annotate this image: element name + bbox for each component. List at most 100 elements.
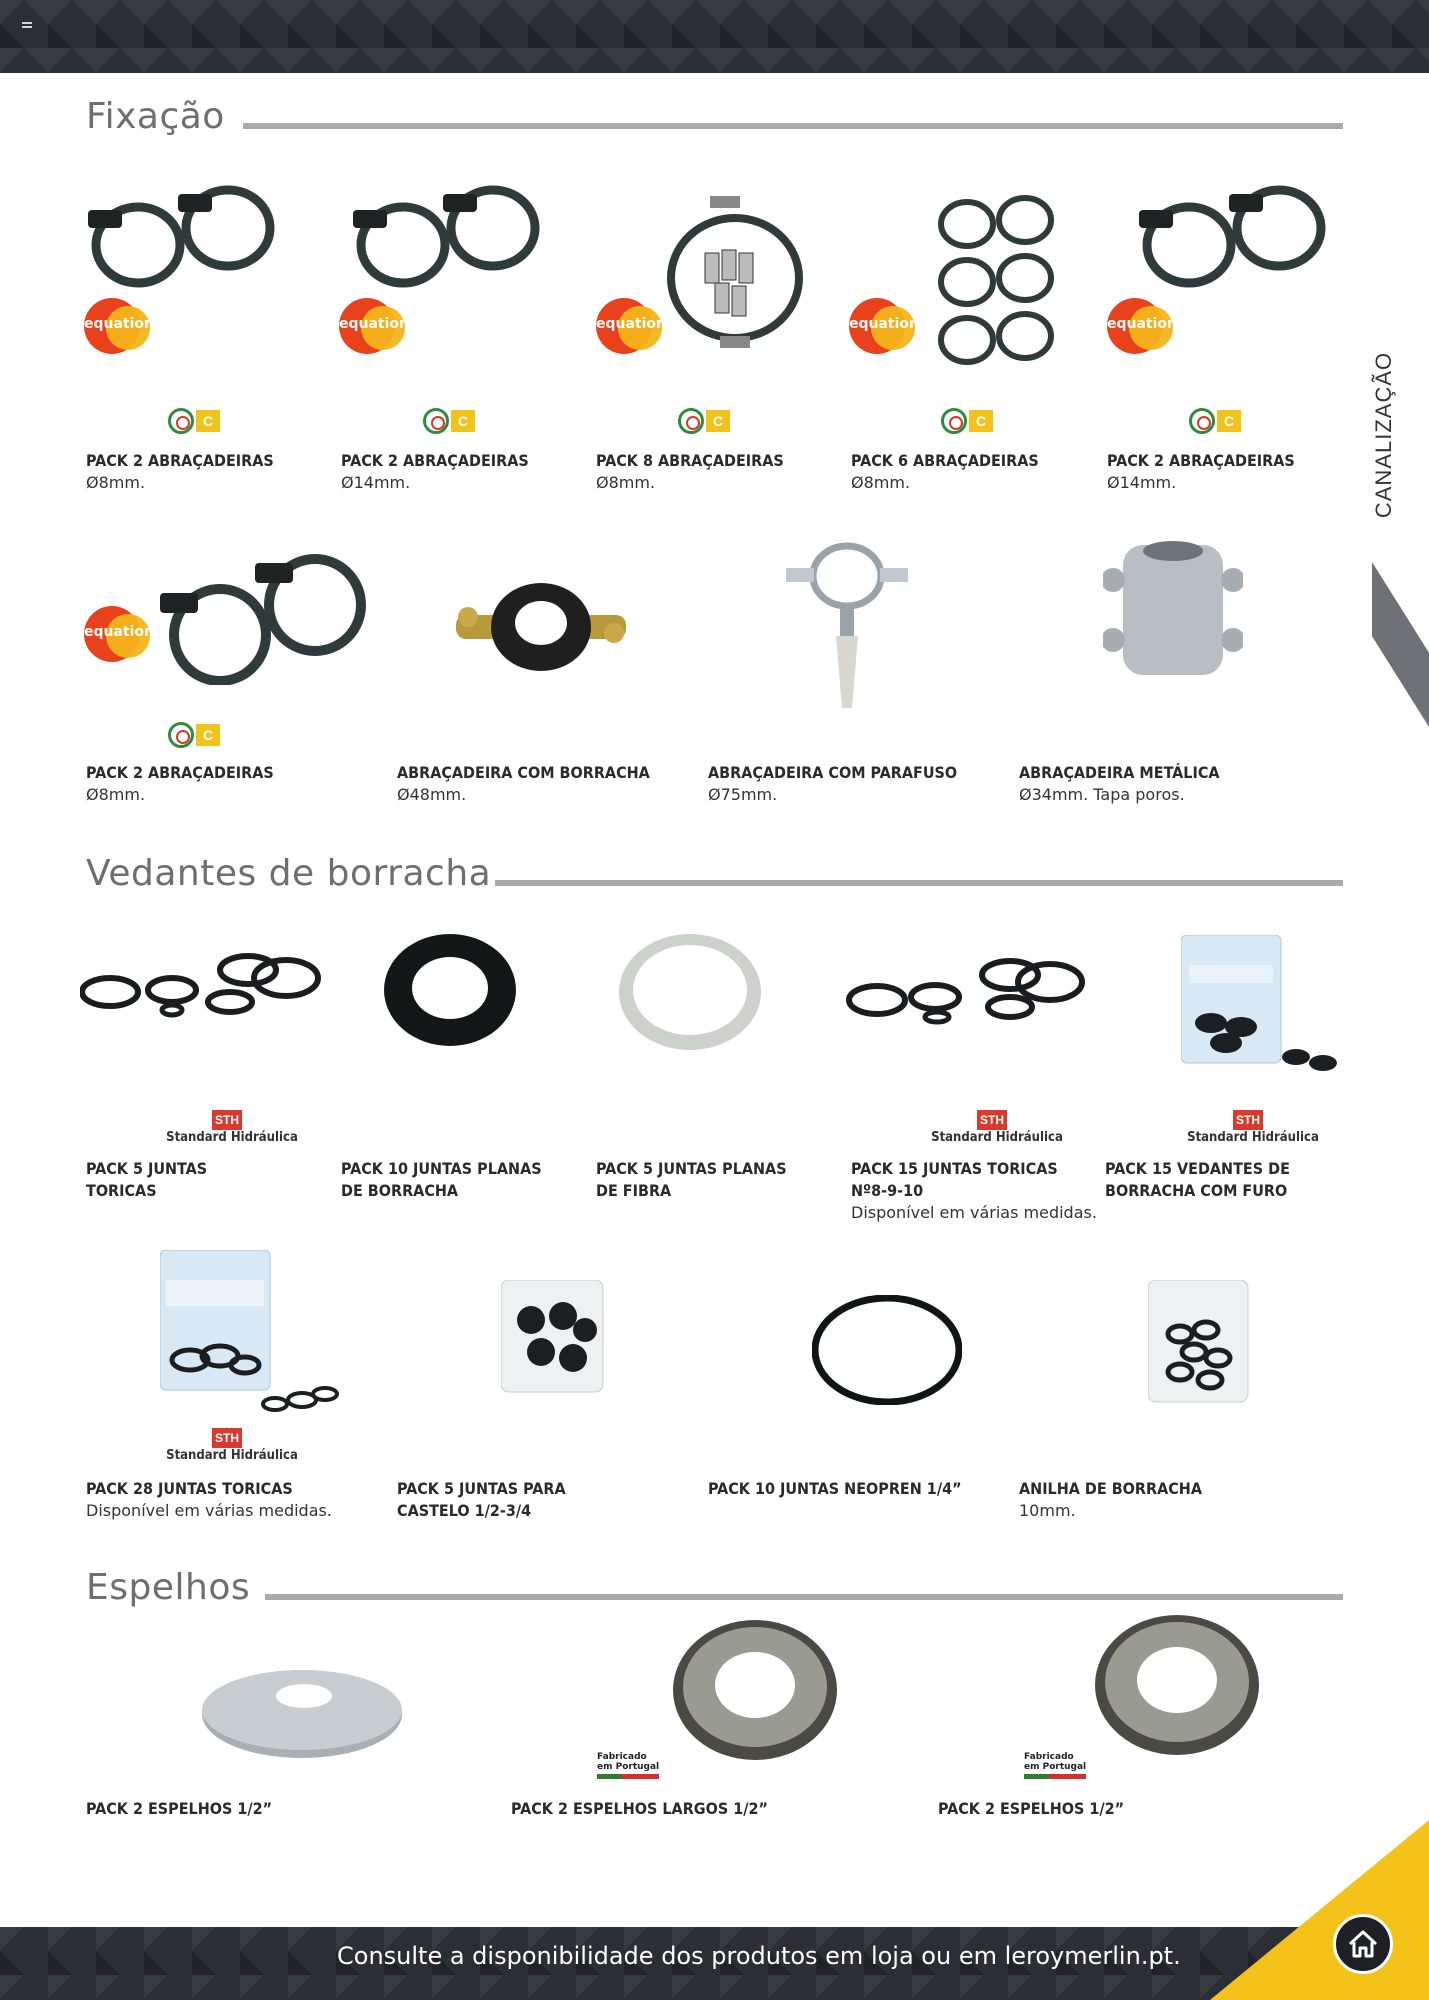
o-rings-image	[846, 958, 1085, 1025]
fibre-washer-image	[619, 934, 761, 1050]
product-desc: Ø75mm.	[708, 785, 778, 804]
product-desc: Ø8mm.	[86, 473, 146, 492]
product-name-line2: BORRACHA COM FURO	[1105, 1181, 1288, 1200]
product-card[interactable]: ABRAÇADEIRA COM BORRACHA Ø48mm.	[391, 540, 691, 810]
product-card[interactable]: PACK 10 JUNTAS NEOPREN 1/4”	[702, 1270, 1002, 1530]
product-card[interactable]: PACK 5 JUNTAS PARA CASTELO 1/2-3/4	[391, 1270, 691, 1530]
product-card[interactable]: equation C PACK 6 ABRAÇADEIRAS Ø8mm.	[845, 180, 1075, 510]
hose-clamp-image	[1139, 185, 1326, 288]
equation-badge: equation	[596, 298, 668, 354]
product-name: PACK 2 ESPELHOS LARGOS 1/2”	[511, 1799, 768, 1818]
cover-plate-image	[1095, 1615, 1259, 1755]
product-card[interactable]: equation C PACK 2 ABRAÇADEIRAS Ø14mm.	[335, 180, 565, 510]
product-name: PACK 28 JUNTAS TORICAS	[86, 1479, 293, 1498]
product-card[interactable]: ABRAÇADEIRA METÁLICA Ø34mm. Tapa poros.	[1013, 530, 1323, 810]
product-name: PACK 5 JUNTAS PLANAS	[596, 1159, 787, 1178]
section-rule	[243, 123, 1343, 129]
castle-seal-pack-image	[501, 1280, 604, 1393]
equation-badge: equation	[84, 606, 156, 662]
product-name: PACK 2 ESPELHOS 1/2”	[938, 1799, 1125, 1818]
o-ring-pack-image	[160, 1250, 339, 1412]
product-name-line2: Nº8-9-10	[851, 1181, 924, 1200]
product-desc: 10mm.	[1019, 1501, 1076, 1520]
certification-badge: C	[1189, 408, 1245, 434]
product-name: PACK 5 JUNTAS PARA	[397, 1479, 566, 1498]
screw-clamp-image	[786, 542, 908, 708]
product-card[interactable]: PACK 10 JUNTAS PLANAS DE BORRACHA	[335, 930, 585, 1220]
product-card[interactable]: Fabricado em Portugal PACK 2 ESPELHOS 1/…	[932, 1610, 1352, 1820]
neoprene-gasket-image	[812, 1295, 962, 1405]
product-name: PACK 6 ABRAÇADEIRAS	[851, 451, 1039, 470]
product-desc: Ø34mm. Tapa poros.	[1019, 785, 1185, 804]
section-rule	[265, 1594, 1343, 1600]
product-name: PACK 10 JUNTAS NEOPREN 1/4”	[708, 1479, 962, 1498]
product-name: ABRAÇADEIRA METÁLICA	[1019, 763, 1220, 782]
top-header-bar	[0, 0, 1429, 73]
product-name-line2: DE BORRACHA	[341, 1181, 459, 1200]
product-name: ABRAÇADEIRA COM PARAFUSO	[708, 763, 958, 782]
certification-badge: C	[423, 408, 479, 434]
hamburger-icon[interactable]	[22, 22, 32, 30]
equation-badge: equation	[1107, 298, 1179, 354]
product-desc: Disponível em várias medidas.	[851, 1203, 1097, 1222]
product-card[interactable]: ABRAÇADEIRA COM PARAFUSO Ø75mm.	[702, 530, 1002, 810]
hose-clamp-image	[353, 185, 540, 288]
section-rule	[495, 880, 1343, 886]
certification-badge: C	[941, 408, 997, 434]
product-desc: Ø8mm.	[86, 785, 146, 804]
section-title-fixacao: Fixação	[86, 96, 225, 137]
metal-clamp-image	[1103, 541, 1243, 675]
rubber-ring-pack-image	[1148, 1280, 1249, 1403]
product-name-line2: CASTELO 1/2-3/4	[397, 1501, 532, 1520]
footer-bar	[0, 1927, 1429, 2000]
product-name: PACK 15 JUNTAS TORICAS	[851, 1159, 1058, 1178]
product-card[interactable]: PACK 5 JUNTAS PLANAS DE FIBRA	[590, 930, 840, 1220]
product-name: PACK 2 ABRAÇADEIRAS	[86, 763, 274, 782]
product-name: PACK 8 ABRAÇADEIRAS	[596, 451, 784, 470]
side-tab-marker	[1372, 562, 1429, 727]
clamp-set-image	[938, 195, 1054, 365]
side-tab-label: CANALIZAÇÃO	[1371, 351, 1397, 519]
product-name: ABRAÇADEIRA COM BORRACHA	[397, 763, 650, 782]
cover-plate-image	[202, 1670, 402, 1758]
product-desc: Disponível em várias medidas.	[86, 1501, 332, 1520]
hose-clamp-image	[88, 185, 275, 288]
product-name: ANILHA DE BORRACHA	[1019, 1479, 1202, 1498]
certification-badge: C	[678, 408, 734, 434]
product-desc: Ø48mm.	[397, 785, 467, 804]
product-card[interactable]: ANILHA DE BORRACHA 10mm.	[1013, 1270, 1313, 1530]
equation-badge: equation	[339, 298, 411, 354]
product-desc: Ø8mm.	[851, 473, 911, 492]
product-name: PACK 2 ABRAÇADEIRAS	[86, 451, 274, 470]
footer-text: Consulte a disponibilidade dos produtos …	[337, 1942, 1181, 1970]
product-name: PACK 10 JUNTAS PLANAS	[341, 1159, 542, 1178]
product-card[interactable]: equation C PACK 8 ABRAÇADEIRAS Ø8mm.	[590, 180, 820, 510]
certification-badge: C	[168, 722, 224, 748]
rubber-clamp-image	[456, 583, 626, 671]
product-desc: Ø8mm.	[596, 473, 656, 492]
made-in-portugal-badge: Fabricado em Portugal	[1024, 1752, 1090, 1780]
product-name: PACK 5 JUNTAS	[86, 1159, 208, 1178]
equation-badge: equation	[84, 298, 156, 354]
certification-badge: C	[168, 408, 224, 434]
product-name: PACK 15 VEDANTES DE	[1105, 1159, 1290, 1178]
product-card[interactable]: equation C PACK 2 ABRAÇADEIRAS Ø14mm.	[1101, 180, 1331, 510]
home-button[interactable]	[1333, 1914, 1393, 1974]
section-title-vedantes: Vedantes de borracha	[86, 853, 492, 894]
product-card[interactable]: Fabricado em Portugal PACK 2 ESPELHOS LA…	[505, 1610, 925, 1820]
product-name: PACK 2 ESPELHOS 1/2”	[86, 1799, 273, 1818]
clamp-pack-image	[667, 196, 803, 348]
product-card[interactable]: equation C PACK 2 ABRAÇADEIRAS Ø8mm.	[80, 540, 380, 810]
product-name: PACK 2 ABRAÇADEIRAS	[1107, 451, 1295, 470]
product-card[interactable]: equation C PACK 2 ABRAÇADEIRAS Ø8mm.	[80, 180, 310, 510]
product-card[interactable]: PACK 2 ESPELHOS 1/2”	[80, 1620, 500, 1820]
o-rings-image	[80, 953, 321, 1018]
